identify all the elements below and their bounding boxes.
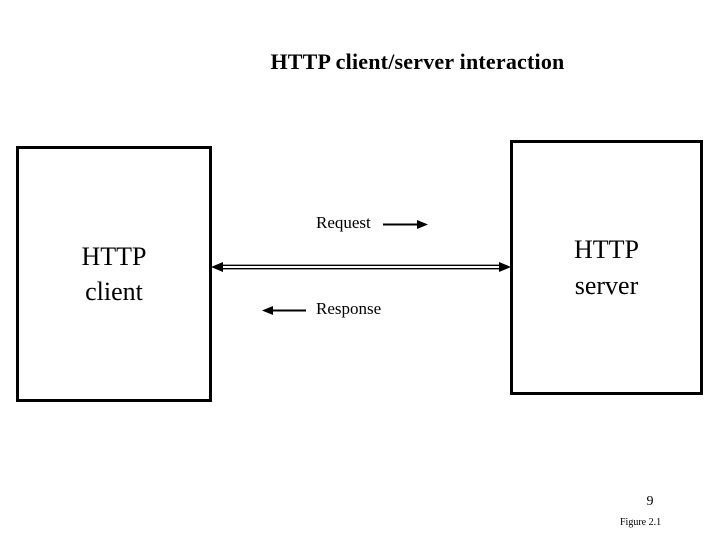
request-label: Request bbox=[316, 213, 371, 232]
http-client-label: HTTP client bbox=[81, 241, 147, 306]
response-arrow-icon bbox=[262, 306, 306, 315]
http-client-box: HTTP client bbox=[16, 146, 212, 402]
http-server-label: HTTP server bbox=[574, 235, 639, 300]
http-server-box: HTTP server bbox=[510, 140, 703, 395]
slide-title: HTTP client/server interaction bbox=[270, 49, 565, 74]
bidirectional-connection-arrow-icon bbox=[211, 262, 511, 272]
page-number: 9 bbox=[646, 494, 654, 509]
response-label: Response bbox=[316, 299, 382, 318]
request-arrow-icon bbox=[383, 220, 428, 229]
figure-caption: Figure 2.1 bbox=[620, 517, 662, 528]
